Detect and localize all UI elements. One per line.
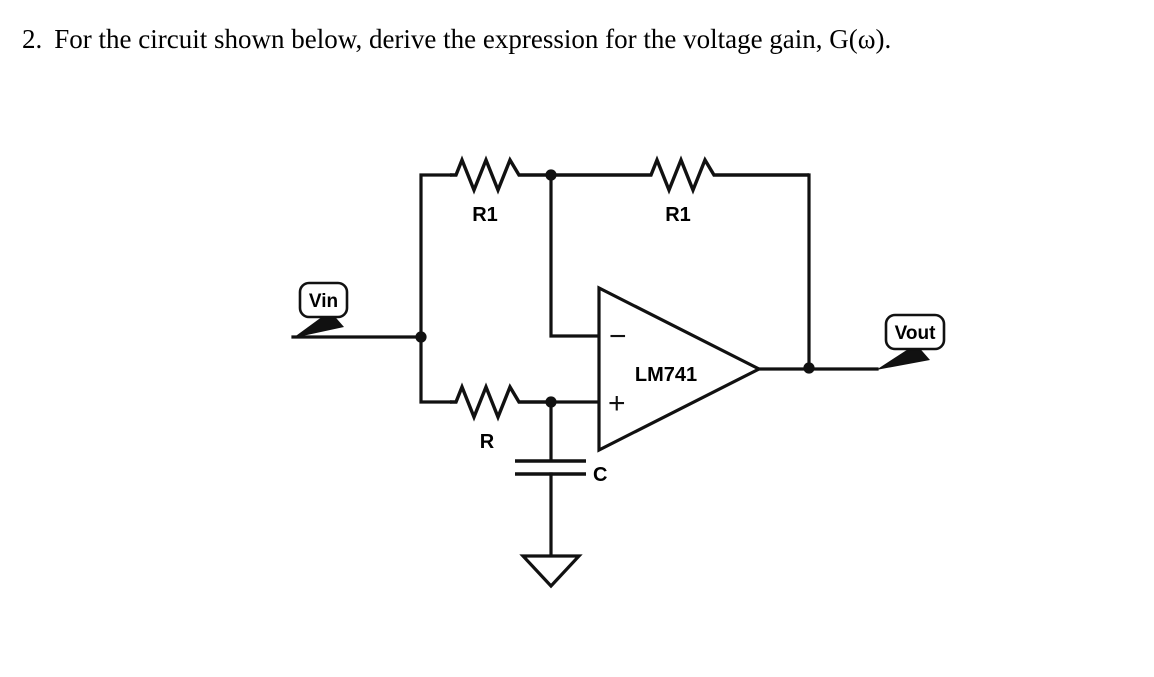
resistor-r1-top-right bbox=[551, 155, 809, 195]
label-r1-top-left: R1 bbox=[472, 204, 498, 226]
label-capacitor: C bbox=[593, 464, 607, 486]
node-dot-noninverting bbox=[545, 396, 557, 408]
ground-icon bbox=[519, 554, 583, 589]
node-dot-output bbox=[803, 362, 815, 374]
callout-vin-box bbox=[298, 281, 349, 319]
resistor-r-lower bbox=[450, 382, 551, 422]
question-text: For the circuit shown below, derive the … bbox=[54, 24, 892, 54]
capacitor-branch: C bbox=[515, 400, 607, 589]
wire-inverting-input bbox=[549, 173, 602, 338]
node-dot-vin bbox=[415, 331, 427, 343]
wire-vin-to-r bbox=[419, 335, 452, 404]
wire-vin-to-top-left bbox=[419, 173, 452, 339]
lower-input-branch: R bbox=[419, 335, 602, 453]
callout-vin-label: Vin bbox=[309, 291, 338, 312]
label-r-lower: R bbox=[480, 431, 495, 453]
callout-vout-tail-icon bbox=[876, 344, 930, 370]
label-r1-top-right: R1 bbox=[665, 204, 691, 226]
opamp-lm741: − + LM741 bbox=[597, 285, 763, 453]
node-dot-inverting bbox=[545, 169, 557, 181]
callout-vin: Vin bbox=[293, 281, 349, 338]
inverting-input-branch bbox=[549, 173, 602, 338]
noninverting-input-sign: + bbox=[608, 387, 626, 420]
top-right-branch: R1 bbox=[551, 155, 811, 370]
resistor-r1-top-left bbox=[450, 155, 551, 195]
question-number: 2. bbox=[22, 24, 43, 54]
label-opamp: LM741 bbox=[635, 364, 697, 386]
inverting-input-sign: − bbox=[609, 320, 627, 353]
callout-vout-box bbox=[884, 313, 946, 351]
top-left-branch: R1 bbox=[419, 155, 551, 339]
callout-vout: Vout bbox=[876, 313, 946, 370]
question-line: 2. For the circuit shown below, derive t… bbox=[22, 22, 1132, 56]
opamp-triangle-icon bbox=[597, 285, 763, 453]
callout-vout-label: Vout bbox=[895, 323, 936, 344]
